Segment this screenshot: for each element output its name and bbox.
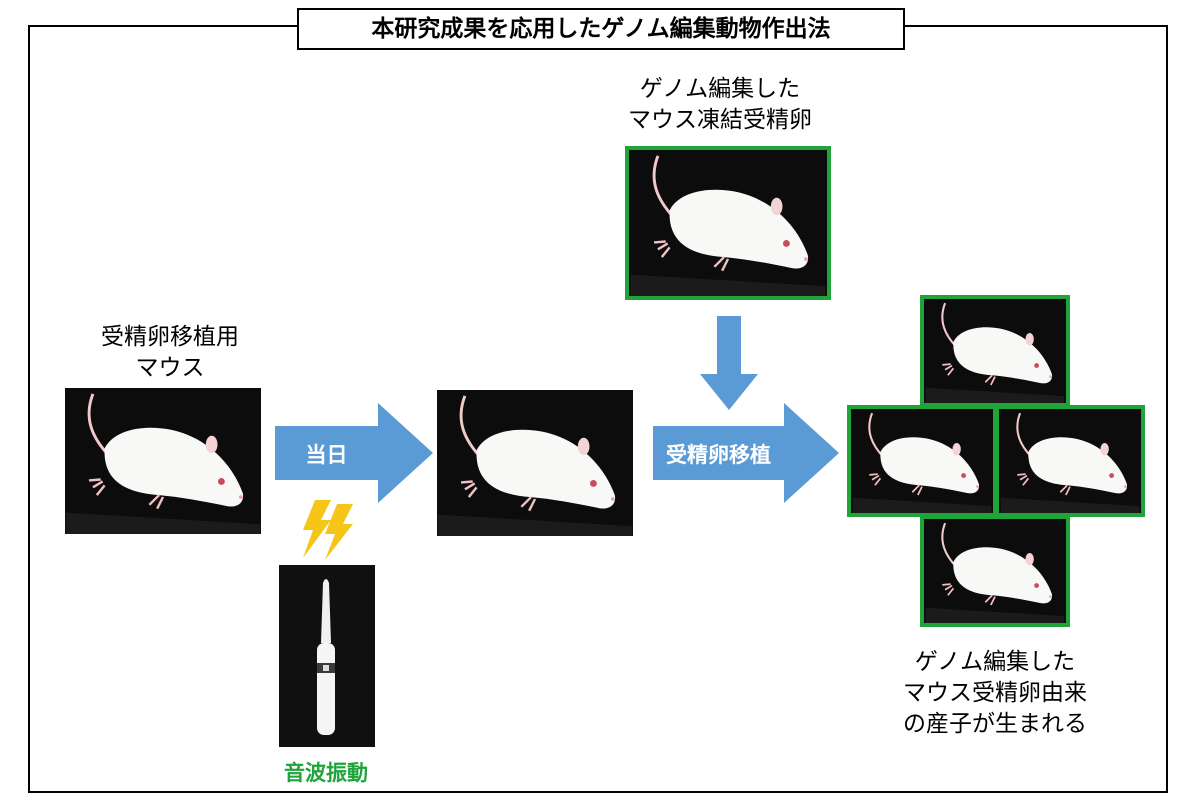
- embryo-transfer-arrow-label: 受精卵移植: [666, 443, 771, 467]
- offspring-label: ゲノム編集した マウス受精卵由来 の産子が生まれる: [903, 649, 1087, 737]
- down-arrow: [700, 316, 758, 410]
- frozen-embryo-label: ゲノム編集した マウス凍結受精卵: [628, 76, 812, 133]
- same-day-arrow-label: 当日: [305, 443, 348, 467]
- offspring-photo-icon: [920, 515, 1070, 627]
- lightning-icon: [303, 500, 353, 560]
- offspring-photo-icon: [847, 405, 997, 517]
- sonic-vibration-label: 音波振動: [284, 761, 368, 785]
- sonic-toothbrush-icon: [279, 565, 375, 747]
- page-title: 本研究成果を応用したゲノム編集動物作出法: [297, 8, 905, 50]
- recipient-mouse-label: 受精卵移植用 マウス: [101, 324, 239, 381]
- offspring-photo-icon: [995, 405, 1145, 517]
- embryo-transfer-arrow: [653, 403, 839, 503]
- frozen-embryo-photo-icon: [625, 146, 831, 300]
- recipient-mouse-photo-icon: [65, 388, 261, 534]
- same-day-arrow: [275, 403, 433, 503]
- mouse-same-day-photo-icon: [437, 390, 633, 536]
- offspring-photo-icon: [920, 295, 1070, 407]
